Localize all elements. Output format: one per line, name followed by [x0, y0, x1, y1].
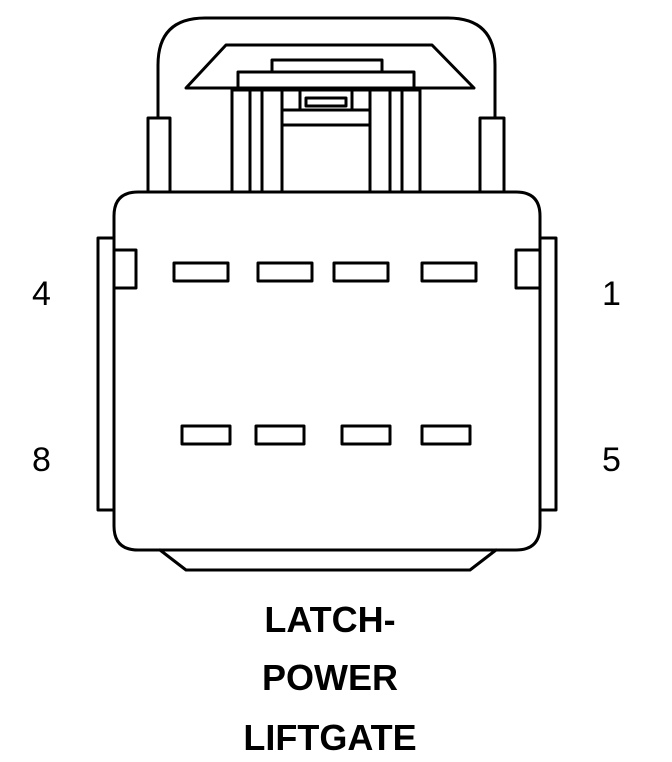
terminal-cavity: [340, 424, 392, 446]
terminal-cavity: [180, 424, 232, 446]
pin-label-5: 5: [602, 441, 621, 479]
latch-tongue-top: [270, 58, 384, 74]
caption-line-2: POWER: [261, 657, 398, 698]
terminal-cavity: [420, 261, 478, 283]
latch-right-post: [478, 116, 506, 194]
pin-label-1: 1: [602, 275, 621, 313]
latch-stem-frame: [280, 88, 372, 194]
latch-button-inner: [304, 96, 348, 108]
latch-button: [298, 88, 354, 112]
left-side-rail: [96, 236, 116, 512]
terminal-cavity: [256, 261, 314, 283]
terminal-cavity: [172, 261, 230, 283]
latch-arch-inner: [184, 43, 476, 90]
caption-line-3: LIFTGATE: [243, 717, 417, 758]
terminal-cavity: [420, 424, 472, 446]
pin-label-8: 8: [32, 441, 51, 479]
terminal-cavity: [332, 261, 390, 283]
caption-line-1: LATCH-: [264, 599, 396, 640]
left-notch: [112, 248, 138, 290]
connector-housing: [112, 190, 542, 552]
bottom-skirt: [158, 548, 498, 572]
latch-left-post: [146, 116, 172, 194]
right-notch: [514, 248, 542, 290]
latch-inner-rails: [248, 88, 404, 194]
right-side-rail: [538, 236, 558, 512]
pin-label-4: 4: [32, 275, 51, 313]
terminal-cavity: [254, 424, 306, 446]
latch-arch-outer: [156, 16, 497, 120]
